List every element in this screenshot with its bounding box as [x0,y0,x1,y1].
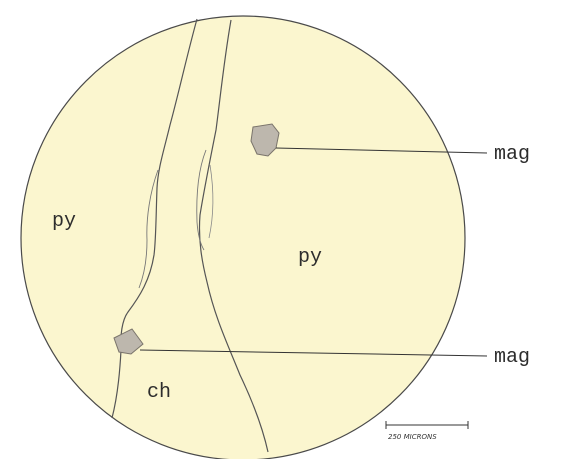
field-of-view-circle [21,16,465,459]
scale-bar-label: 250 MICRONS [388,433,437,441]
label-ch: ch [147,381,171,404]
label-py-right: py [298,246,322,269]
label-mag-top: mag [494,143,530,166]
scale-bar: 250 MICRONS [386,421,468,441]
label-mag-bottom: mag [494,346,530,369]
label-py-left: py [52,210,76,233]
